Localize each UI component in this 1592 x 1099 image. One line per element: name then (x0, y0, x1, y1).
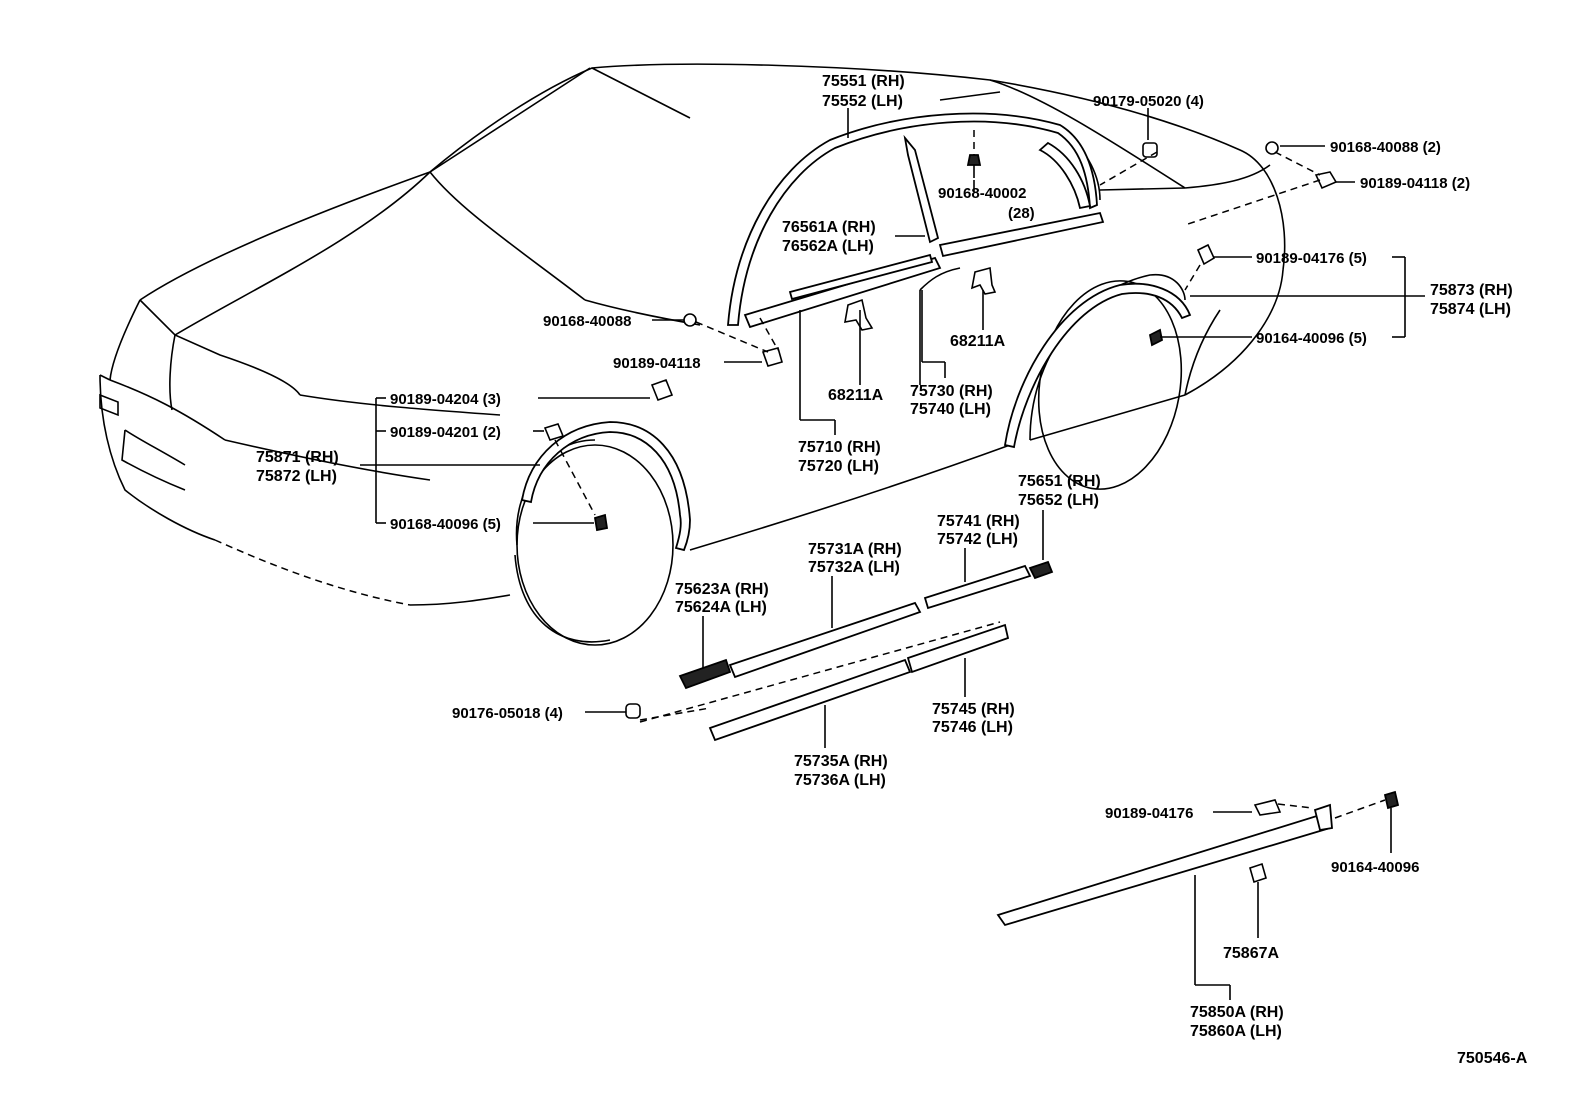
lower-moulding-75745 (906, 623, 1010, 674)
end-piece-75651 (1028, 560, 1054, 580)
label-75732a: 75732A (LH) (808, 559, 900, 576)
label-75731a: 75731A (RH) (808, 541, 902, 558)
label-90189-04118-2: 90189-04118 (2) (1360, 175, 1470, 192)
label-75873: 75873 (RH) (1430, 282, 1513, 299)
label-90179-05020: 90179-05020 (4) (1093, 93, 1204, 110)
label-75742: 75742 (LH) (937, 531, 1018, 548)
label-90168-40002: 90168-40002 (938, 185, 1026, 202)
label-75746: 75746 (LH) (932, 719, 1013, 736)
rocker-moulding-75850a (996, 803, 1333, 927)
clip-68211a-left (844, 298, 874, 331)
label-75871: 75871 (RH) (256, 449, 339, 466)
label-75552: 75552 (LH) (822, 93, 903, 110)
label-75860a: 75860A (LH) (1190, 1023, 1282, 1040)
belt-moulding-75710 (743, 253, 942, 329)
label-75741: 75741 (RH) (937, 513, 1020, 530)
label-75735a: 75735A (RH) (794, 753, 888, 770)
clip-90189-04176-rocker (1253, 799, 1282, 816)
side-moulding-75731a (728, 601, 922, 679)
label-68211a-left: 68211A (828, 387, 884, 404)
clip-90179 (1142, 142, 1158, 158)
clip-90176-05018 (625, 703, 641, 719)
screw-90168-40088-rear (1265, 141, 1279, 155)
label-76562a: 76562A (LH) (782, 238, 874, 255)
screw-90168-40088-front (683, 313, 697, 327)
end-piece-75623a (678, 658, 732, 690)
label-90189-04204: 90189-04204 (3) (390, 391, 501, 408)
belt-moulding-75730 (938, 211, 1105, 258)
label-75850a: 75850A (RH) (1190, 1004, 1284, 1021)
label-68211a-right: 68211A (950, 333, 1006, 350)
rear-fender-moulding-75873 (1003, 282, 1192, 449)
lower-moulding-75735a (708, 658, 912, 742)
front-fender-moulding-75871 (520, 421, 691, 552)
label-75551: 75551 (RH) (822, 73, 905, 90)
label-75720: 75720 (LH) (798, 458, 879, 475)
side-moulding-75741 (923, 564, 1032, 610)
label-75736a: 75736A (LH) (794, 772, 886, 789)
diagram-id: 750546-A (1457, 1050, 1528, 1067)
label-90168-40088-2: 90168-40088 (2) (1330, 139, 1441, 156)
label-75624a: 75624A (LH) (675, 599, 767, 616)
label-75872: 75872 (LH) (256, 468, 337, 485)
window-frame-moulding-75551 (727, 112, 1098, 326)
label-75874: 75874 (LH) (1430, 301, 1511, 318)
label-90189-04176: 90189-04176 (1105, 805, 1193, 822)
screw-90164-40096-rear (1148, 328, 1164, 347)
label-90168-40096-5: 90168-40096 (5) (390, 516, 501, 533)
label-90189-04176-5: 90189-04176 (5) (1256, 250, 1367, 267)
screw-90168-40002 (966, 154, 982, 178)
label-75651: 75651 (RH) (1018, 473, 1101, 490)
label-75710: 75710 (RH) (798, 439, 881, 456)
label-75623a: 75623A (RH) (675, 581, 769, 598)
screw-90164-40096-rocker (1383, 790, 1400, 810)
label-75730: 75730 (RH) (910, 383, 993, 400)
label-90168-40002-qty: (28) (1008, 205, 1035, 222)
label-75652: 75652 (LH) (1018, 492, 1099, 509)
clip-75867a (1249, 862, 1267, 884)
label-75740: 75740 (LH) (910, 401, 991, 418)
label-90164-40096: 90164-40096 (1331, 859, 1419, 876)
label-90164-40096-5: 90164-40096 (5) (1256, 330, 1367, 347)
clip-68211a-right (970, 266, 997, 295)
label-90168-40088: 90168-40088 (543, 313, 631, 330)
leader-lines (360, 91, 1425, 1000)
part-labels: 75551 (RH) 75552 (LH) 90179-05020 (4) 90… (256, 73, 1528, 1067)
label-90189-04118: 90189-04118 (613, 355, 701, 372)
clip-90189-04176-rear (1196, 243, 1216, 266)
label-90176-05018: 90176-05018 (4) (452, 705, 563, 722)
clip-90189-04204 (650, 378, 674, 402)
label-90189-04201: 90189-04201 (2) (390, 424, 501, 441)
label-75745: 75745 (RH) (932, 701, 1015, 718)
label-76561a: 76561A (RH) (782, 219, 876, 236)
car-body-outline (99, 63, 1286, 646)
screw-90168-40096-front (593, 513, 609, 532)
clip-90189-04201 (543, 423, 565, 441)
label-75867a: 75867A (1223, 945, 1279, 962)
